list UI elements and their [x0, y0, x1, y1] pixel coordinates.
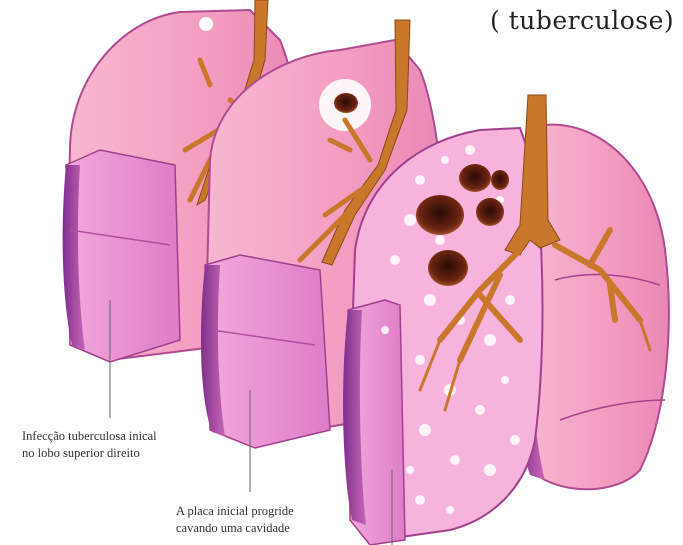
caption-line: Infecção tuberculosa inical	[22, 428, 157, 445]
cavity-5	[491, 170, 509, 190]
initial-lesion	[199, 17, 213, 31]
cavity-1	[416, 195, 464, 235]
caption-initial-infection: Infecção tuberculosa inical no lobo supe…	[22, 428, 157, 462]
cavity-4	[428, 250, 468, 286]
cavity-3	[476, 198, 504, 226]
small-cavity	[334, 93, 358, 113]
cavity-2	[459, 164, 491, 192]
caption-line: A placa inicial progride	[176, 503, 294, 520]
caption-progression: A placa inicial progride cavando uma cav…	[176, 503, 294, 537]
caption-line: cavando uma cavidade	[176, 520, 294, 537]
caption-line: no lobo superior direito	[22, 445, 157, 462]
diagram-title: ( tuberculose)	[490, 6, 674, 35]
